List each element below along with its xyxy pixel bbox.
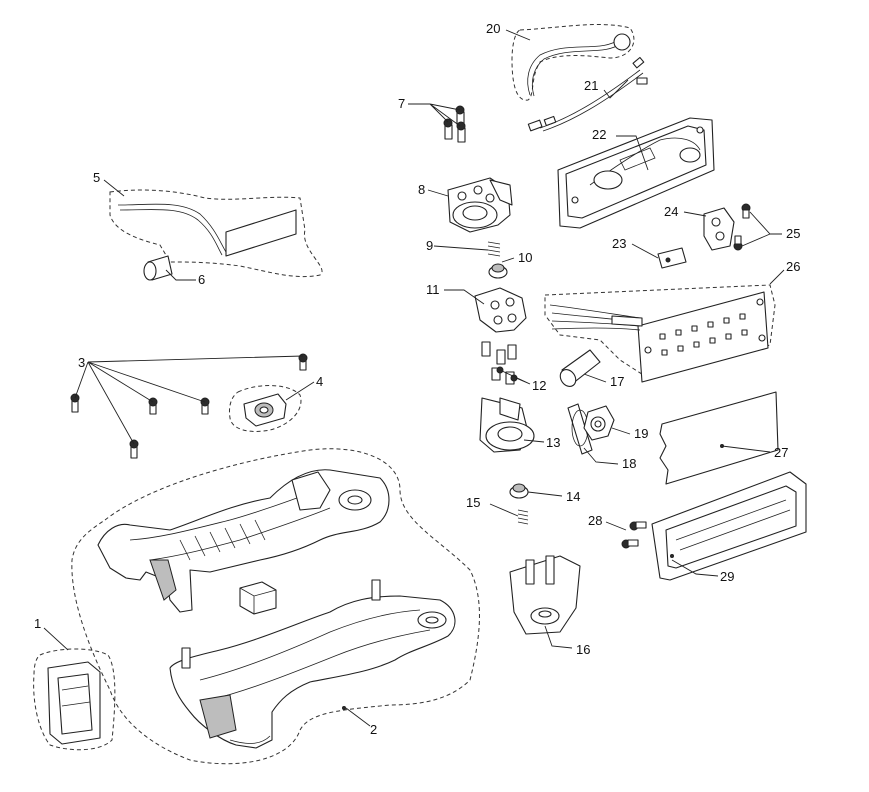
part-12-terminals [481, 341, 518, 385]
part-23-chip [657, 247, 687, 269]
part-19-bushing [583, 405, 615, 441]
label-23: 23 [612, 236, 626, 251]
part-21-wire [527, 56, 648, 132]
part-13-bracket [479, 397, 535, 453]
label-26: 26 [786, 259, 800, 274]
part-5-wire-group [109, 189, 323, 278]
label-16: 16 [576, 642, 590, 657]
label-22: 22 [592, 127, 606, 142]
part-28-screws [621, 521, 647, 549]
label-6: 6 [198, 272, 205, 287]
part-8-motor-mount [447, 177, 513, 233]
label-3: 3 [78, 355, 85, 370]
part-1-battery-cover [33, 648, 116, 751]
label-20: 20 [486, 21, 500, 36]
label-9: 9 [426, 238, 433, 253]
label-27: 27 [774, 445, 788, 460]
part-24-switch [703, 207, 735, 251]
label-5: 5 [93, 170, 100, 185]
leader-lines [43, 29, 785, 727]
label-21: 21 [584, 78, 598, 93]
part-11-plate [474, 287, 527, 333]
led-grid [659, 313, 748, 356]
part-2-housing-group [71, 448, 480, 765]
part-6-sleeve [143, 255, 173, 281]
label-15: 15 [466, 495, 480, 510]
label-19: 19 [634, 426, 648, 441]
part-26-led-board [544, 284, 776, 383]
part-20-cable-group [511, 24, 635, 101]
label-18: 18 [622, 456, 636, 471]
part-7-screws [443, 105, 466, 143]
label-29: 29 [720, 569, 734, 584]
label-8: 8 [418, 182, 425, 197]
label-11: 11 [426, 282, 440, 297]
label-10: 10 [518, 250, 532, 265]
callout-labels: 1 2 3 4 5 6 7 8 9 10 11 12 13 14 15 16 1… [34, 21, 800, 737]
part-14-nut [509, 483, 529, 499]
part-16-gear-housing [509, 555, 581, 635]
label-13: 13 [546, 435, 560, 450]
part-15-spring [517, 509, 529, 525]
label-25: 25 [786, 226, 800, 241]
part-22-housing-plate [557, 117, 715, 229]
label-17: 17 [610, 374, 624, 389]
label-7: 7 [398, 96, 405, 111]
part-9-spring [487, 241, 501, 257]
label-28: 28 [588, 513, 602, 528]
part-17-sleeve [559, 349, 601, 387]
label-12: 12 [532, 378, 546, 393]
part-29-front-frame [651, 471, 807, 581]
label-24: 24 [664, 204, 678, 219]
label-1: 1 [34, 616, 41, 631]
part-25-screws [733, 203, 751, 251]
label-14: 14 [566, 489, 580, 504]
part-10-cap [488, 263, 508, 279]
part-4-switch-group [229, 385, 302, 432]
label-4: 4 [316, 374, 323, 389]
part-27-lens [659, 391, 779, 485]
label-2: 2 [370, 722, 377, 737]
